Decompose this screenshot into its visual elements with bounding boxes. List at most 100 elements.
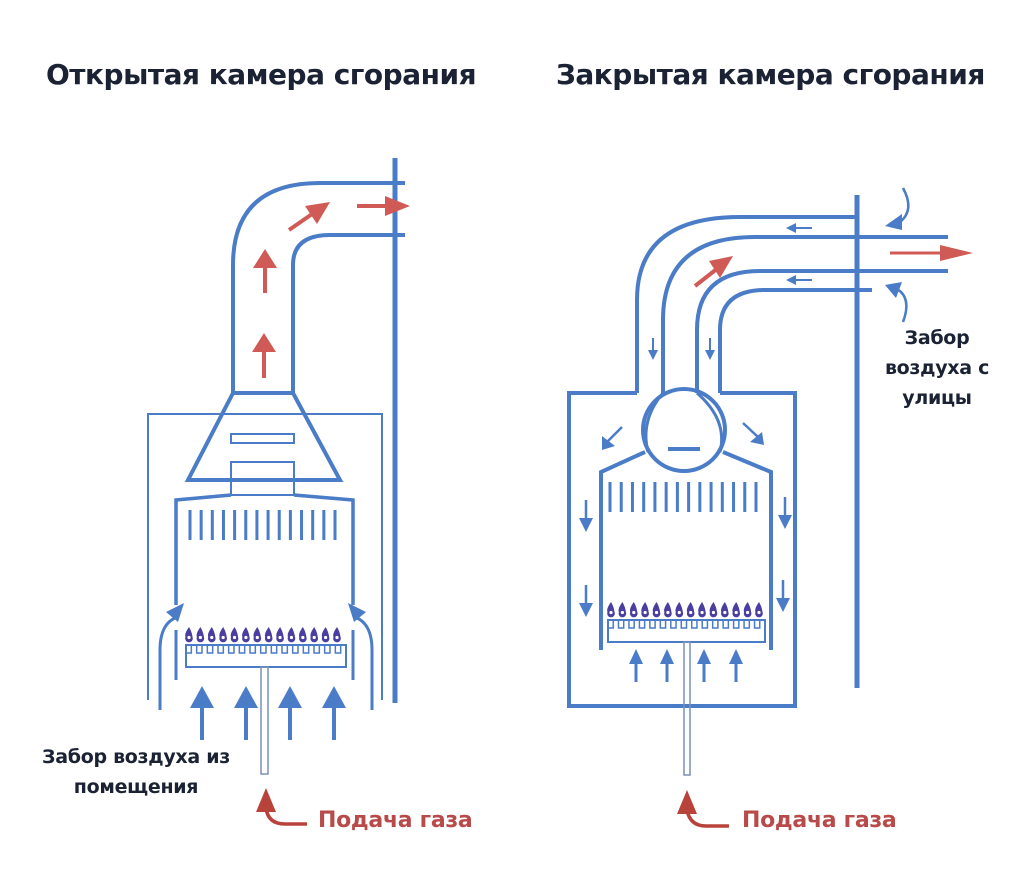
air-arrow-small <box>786 223 812 233</box>
exhaust-arrow <box>357 196 410 216</box>
air-arrow <box>190 686 214 740</box>
flame-icon <box>664 602 672 618</box>
exhaust-arrows-open <box>252 196 410 378</box>
flame-icon <box>276 627 284 643</box>
flame-core <box>267 635 271 640</box>
flame-core <box>711 610 716 615</box>
exhaust-arrow <box>253 249 277 293</box>
flame-core <box>324 635 328 640</box>
air-arrow-curved <box>158 603 184 710</box>
flame-icon <box>686 602 695 618</box>
coaxial-outer-bottom <box>718 288 872 393</box>
label-line: воздуха с <box>884 357 990 379</box>
closed-gas-supply-label: Подача газа <box>742 808 897 833</box>
heat-exchanger-fins <box>188 510 337 540</box>
flame-core <box>620 610 624 615</box>
air-arrow <box>729 649 743 682</box>
flame-core <box>677 610 681 615</box>
gas-pipe <box>683 641 691 776</box>
flame-icon <box>743 602 752 618</box>
air-arrow <box>278 686 302 740</box>
exhaust-arrow <box>693 256 733 288</box>
flame-icon <box>675 602 684 618</box>
label-line: улицы <box>902 387 972 409</box>
exhaust-arrow <box>287 202 330 232</box>
draft-diverter <box>230 461 295 496</box>
label-line: Забор воздуха из <box>42 746 230 768</box>
flame-core <box>210 635 214 640</box>
flame-icon <box>230 627 239 643</box>
air-arrow <box>579 585 593 617</box>
gas-pipe <box>260 666 269 775</box>
closed-chamber-title: Закрытая камера сгорания <box>556 58 985 91</box>
heat-exchanger <box>174 493 355 605</box>
flame-icon <box>207 627 216 643</box>
flame-icon <box>333 627 341 643</box>
air-intake-arrows-open <box>158 603 374 740</box>
flame-icon <box>299 627 307 643</box>
coaxial-inner-top <box>661 235 948 393</box>
flame-core <box>746 610 750 615</box>
casing-outer <box>147 413 383 700</box>
flame-icon <box>732 602 741 618</box>
open-gas-supply-label: Подача газа <box>318 808 473 833</box>
air-arrow <box>629 649 643 682</box>
flame-core <box>278 635 282 640</box>
flame-icon <box>185 627 193 643</box>
exhaust-arrow <box>890 245 973 261</box>
label-line: помещения <box>73 776 199 798</box>
flame-core <box>654 610 659 615</box>
burner-flames <box>185 627 341 643</box>
air-arrow-curved-top <box>885 187 910 230</box>
burner-teeth <box>185 644 346 654</box>
flame-icon <box>709 602 718 618</box>
air-arrow <box>322 686 346 740</box>
flame-core <box>700 610 704 615</box>
flame-icon <box>253 627 262 643</box>
air-arrow <box>697 649 711 682</box>
air-arrow <box>660 649 674 682</box>
gas-arrow-open <box>256 788 307 826</box>
closed-air-intake-label: Забор воздуха с улицы <box>872 323 1002 413</box>
burner-flames <box>607 602 763 618</box>
flame-icon <box>219 627 227 643</box>
flame-icon <box>321 627 330 643</box>
flame-icon <box>641 602 649 618</box>
flame-icon <box>242 627 250 643</box>
flame-core <box>643 610 647 615</box>
flame-icon <box>629 602 638 618</box>
air-arrow-curved-bottom <box>885 282 908 323</box>
flame-icon <box>755 602 763 618</box>
flame-icon <box>618 602 627 618</box>
air-arrow-curved <box>348 603 374 710</box>
air-arrow-small <box>705 338 715 360</box>
air-arrow <box>778 497 792 529</box>
open-air-intake-label: Забор воздуха из помещения <box>26 742 246 802</box>
open-chamber-diagram <box>147 158 405 775</box>
flame-core <box>244 635 248 640</box>
flue-pipe-inner <box>291 233 405 393</box>
air-arrow-small <box>648 338 658 360</box>
air-arrow <box>776 580 790 612</box>
fan <box>641 387 727 473</box>
burner-teeth <box>607 619 765 629</box>
flame-core <box>187 635 191 640</box>
flame-core <box>232 635 237 640</box>
flame-core <box>689 610 693 615</box>
flame-core <box>198 635 202 640</box>
coaxial-outer-top <box>635 215 857 393</box>
exhaust-arrow <box>252 333 276 378</box>
gas-arrow-closed <box>677 790 729 828</box>
flame-core <box>289 635 294 640</box>
flame-core <box>609 610 613 615</box>
air-arrow <box>234 686 258 740</box>
flame-core <box>723 610 727 615</box>
flame-core <box>335 635 339 640</box>
heat-exchanger-fins <box>608 482 758 512</box>
open-chamber-title: Открытая камера сгорания <box>46 58 477 91</box>
draft-hood <box>184 391 344 482</box>
air-arrow <box>602 426 623 450</box>
combustion-chamber <box>599 450 773 650</box>
flue-pipe-outer <box>231 181 405 393</box>
